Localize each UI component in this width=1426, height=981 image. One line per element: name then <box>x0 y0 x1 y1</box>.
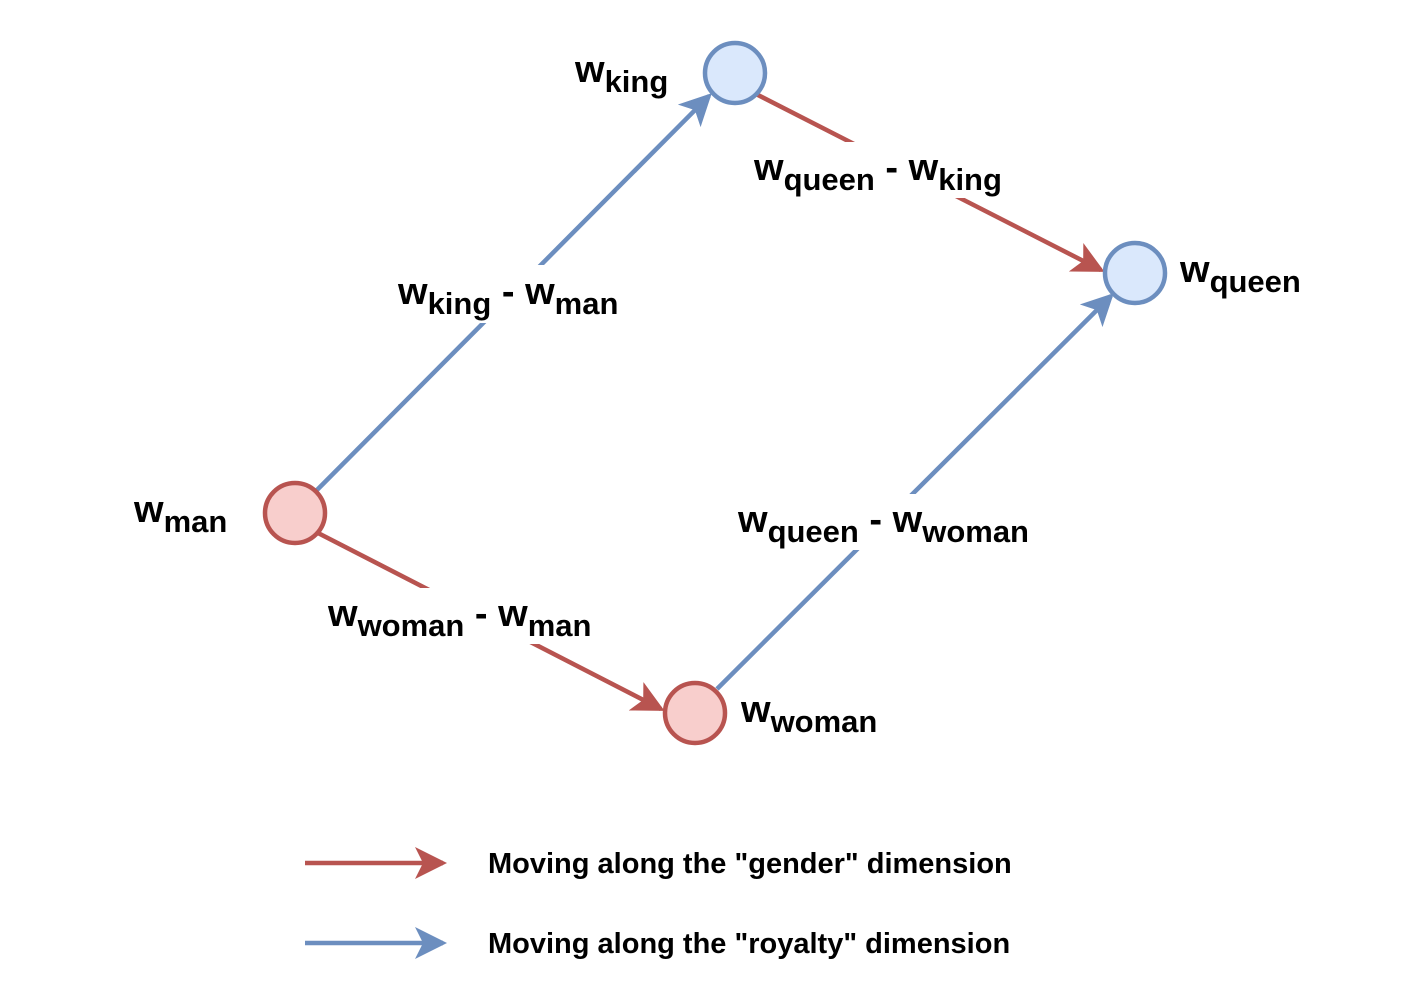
node-label-sub: man <box>164 504 228 539</box>
node-label-king: wking <box>574 49 668 99</box>
legend-gender-label: Moving along the "gender" dimension <box>488 848 1012 880</box>
legend-royalty-label: Moving along the "royalty" dimension <box>488 928 1010 960</box>
node-woman <box>662 680 728 746</box>
node-label-sub: king <box>605 64 669 99</box>
edge-label-op: - <box>859 499 893 541</box>
edge-label-b-sub: king <box>938 162 1002 197</box>
edge-label-a-sub: queen <box>784 162 875 197</box>
legend: Moving along the "gender" dimension Movi… <box>305 847 1012 960</box>
edge-label-op: - <box>491 271 525 313</box>
edge-label-queen-minus-woman: wqueen - wwoman <box>737 499 1029 549</box>
edge-label-b-sub: man <box>555 286 619 321</box>
edge-label-a-w: w <box>737 499 768 541</box>
edge-label-a-sub: king <box>428 286 492 321</box>
node-label-w: w <box>740 689 771 731</box>
edge-label-b-w: w <box>908 147 939 189</box>
node-label-w: w <box>1179 249 1210 291</box>
node-label-man: wman <box>133 489 227 539</box>
node-label-woman: wwoman <box>740 689 877 739</box>
node-king <box>702 40 768 106</box>
node-man <box>262 480 328 546</box>
edge-label-b-w: w <box>524 271 555 313</box>
edge-label-b-w: w <box>497 593 528 635</box>
edge-woman-to-queen <box>715 293 1114 691</box>
edge-label-a-w: w <box>397 271 428 313</box>
edge-label-bg-woman-minus-man <box>325 588 615 644</box>
edge-label-bg-queen-minus-king <box>750 142 1025 198</box>
edge-label-bg-king-minus-man <box>395 265 635 323</box>
edge-label-a-w: w <box>327 593 358 635</box>
edge-label-woman-minus-man: wwoman - wman <box>327 593 591 643</box>
edge-label-queen-minus-king: wqueen - wking <box>753 147 1002 197</box>
edge-label-op: - <box>464 593 498 635</box>
edge-label-b-sub: man <box>528 608 592 643</box>
edge-label-bg-queen-minus-woman <box>735 494 1053 550</box>
node-label-sub: woman <box>770 704 878 739</box>
node-label-w: w <box>574 49 605 91</box>
edge-label-b-w: w <box>892 499 923 541</box>
edge-label-a-sub: woman <box>357 608 465 643</box>
edge-label-king-minus-man: wking - wman <box>397 271 618 321</box>
node-label-queen: wqueen <box>1179 249 1301 299</box>
edge-label-b-sub: woman <box>921 514 1029 549</box>
edge-label-op: - <box>875 147 909 189</box>
edge-label-a-w: w <box>753 147 784 189</box>
node-label-w: w <box>133 489 164 531</box>
node-queen <box>1102 240 1168 306</box>
edge-label-a-sub: queen <box>768 514 859 549</box>
node-label-sub: queen <box>1210 264 1301 299</box>
